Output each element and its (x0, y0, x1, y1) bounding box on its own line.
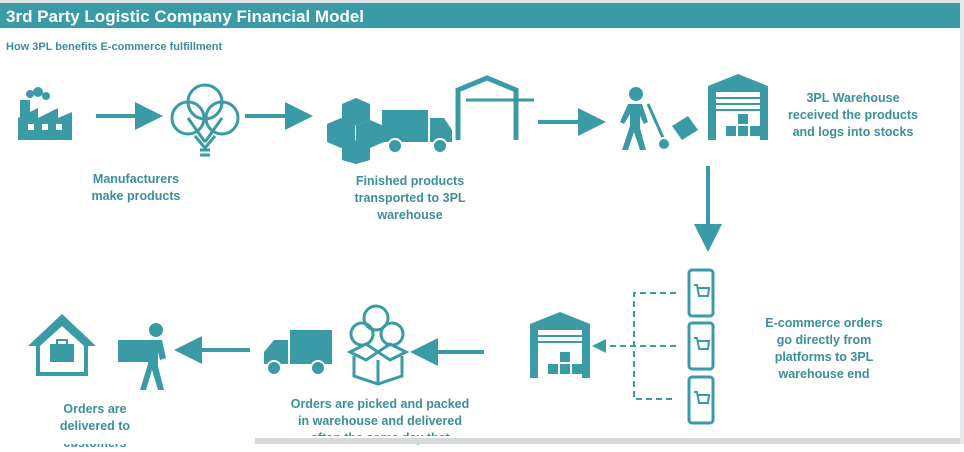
caption-transport: Finished products transported to 3PL war… (354, 174, 466, 222)
title-bar: 3rd Party Logistic Company Financial Mod… (0, 3, 960, 28)
bottom-gray-bar (255, 438, 964, 444)
caption-received: 3PL Warehouse received the products and … (788, 91, 918, 139)
page-title: 3rd Party Logistic Company Financial Mod… (6, 7, 365, 26)
boxes-truck-icon (327, 98, 452, 164)
caption-delivered: Orders are delivered to customers (59, 402, 131, 450)
phone-cart-icon (687, 268, 715, 318)
page-subtitle: How 3PL benefits E-commerce fulfillment (6, 41, 223, 53)
idea-bulbs-icon (170, 83, 240, 157)
delivery-person-icon (118, 323, 166, 390)
caption-manufacturers: Manufacturers make products (91, 172, 181, 203)
open-box-icon (346, 304, 410, 386)
dashed-connector (592, 292, 676, 400)
factory-icon (18, 87, 72, 140)
house-icon (28, 314, 96, 376)
warehouse-icon (530, 312, 590, 378)
warehouse-icon (708, 74, 768, 140)
flow-diagram (18, 74, 768, 425)
delivery-truck-icon (264, 330, 332, 376)
warehouse-icon (455, 75, 534, 140)
caption-orders: E-commerce orders go directly from platf… (765, 316, 883, 381)
phone-cart-icon (687, 321, 715, 371)
window-right-edge (960, 0, 964, 444)
worker-handtruck-icon (620, 87, 698, 151)
phone-cart-icon (687, 375, 715, 425)
window-top-strip (0, 0, 964, 3)
